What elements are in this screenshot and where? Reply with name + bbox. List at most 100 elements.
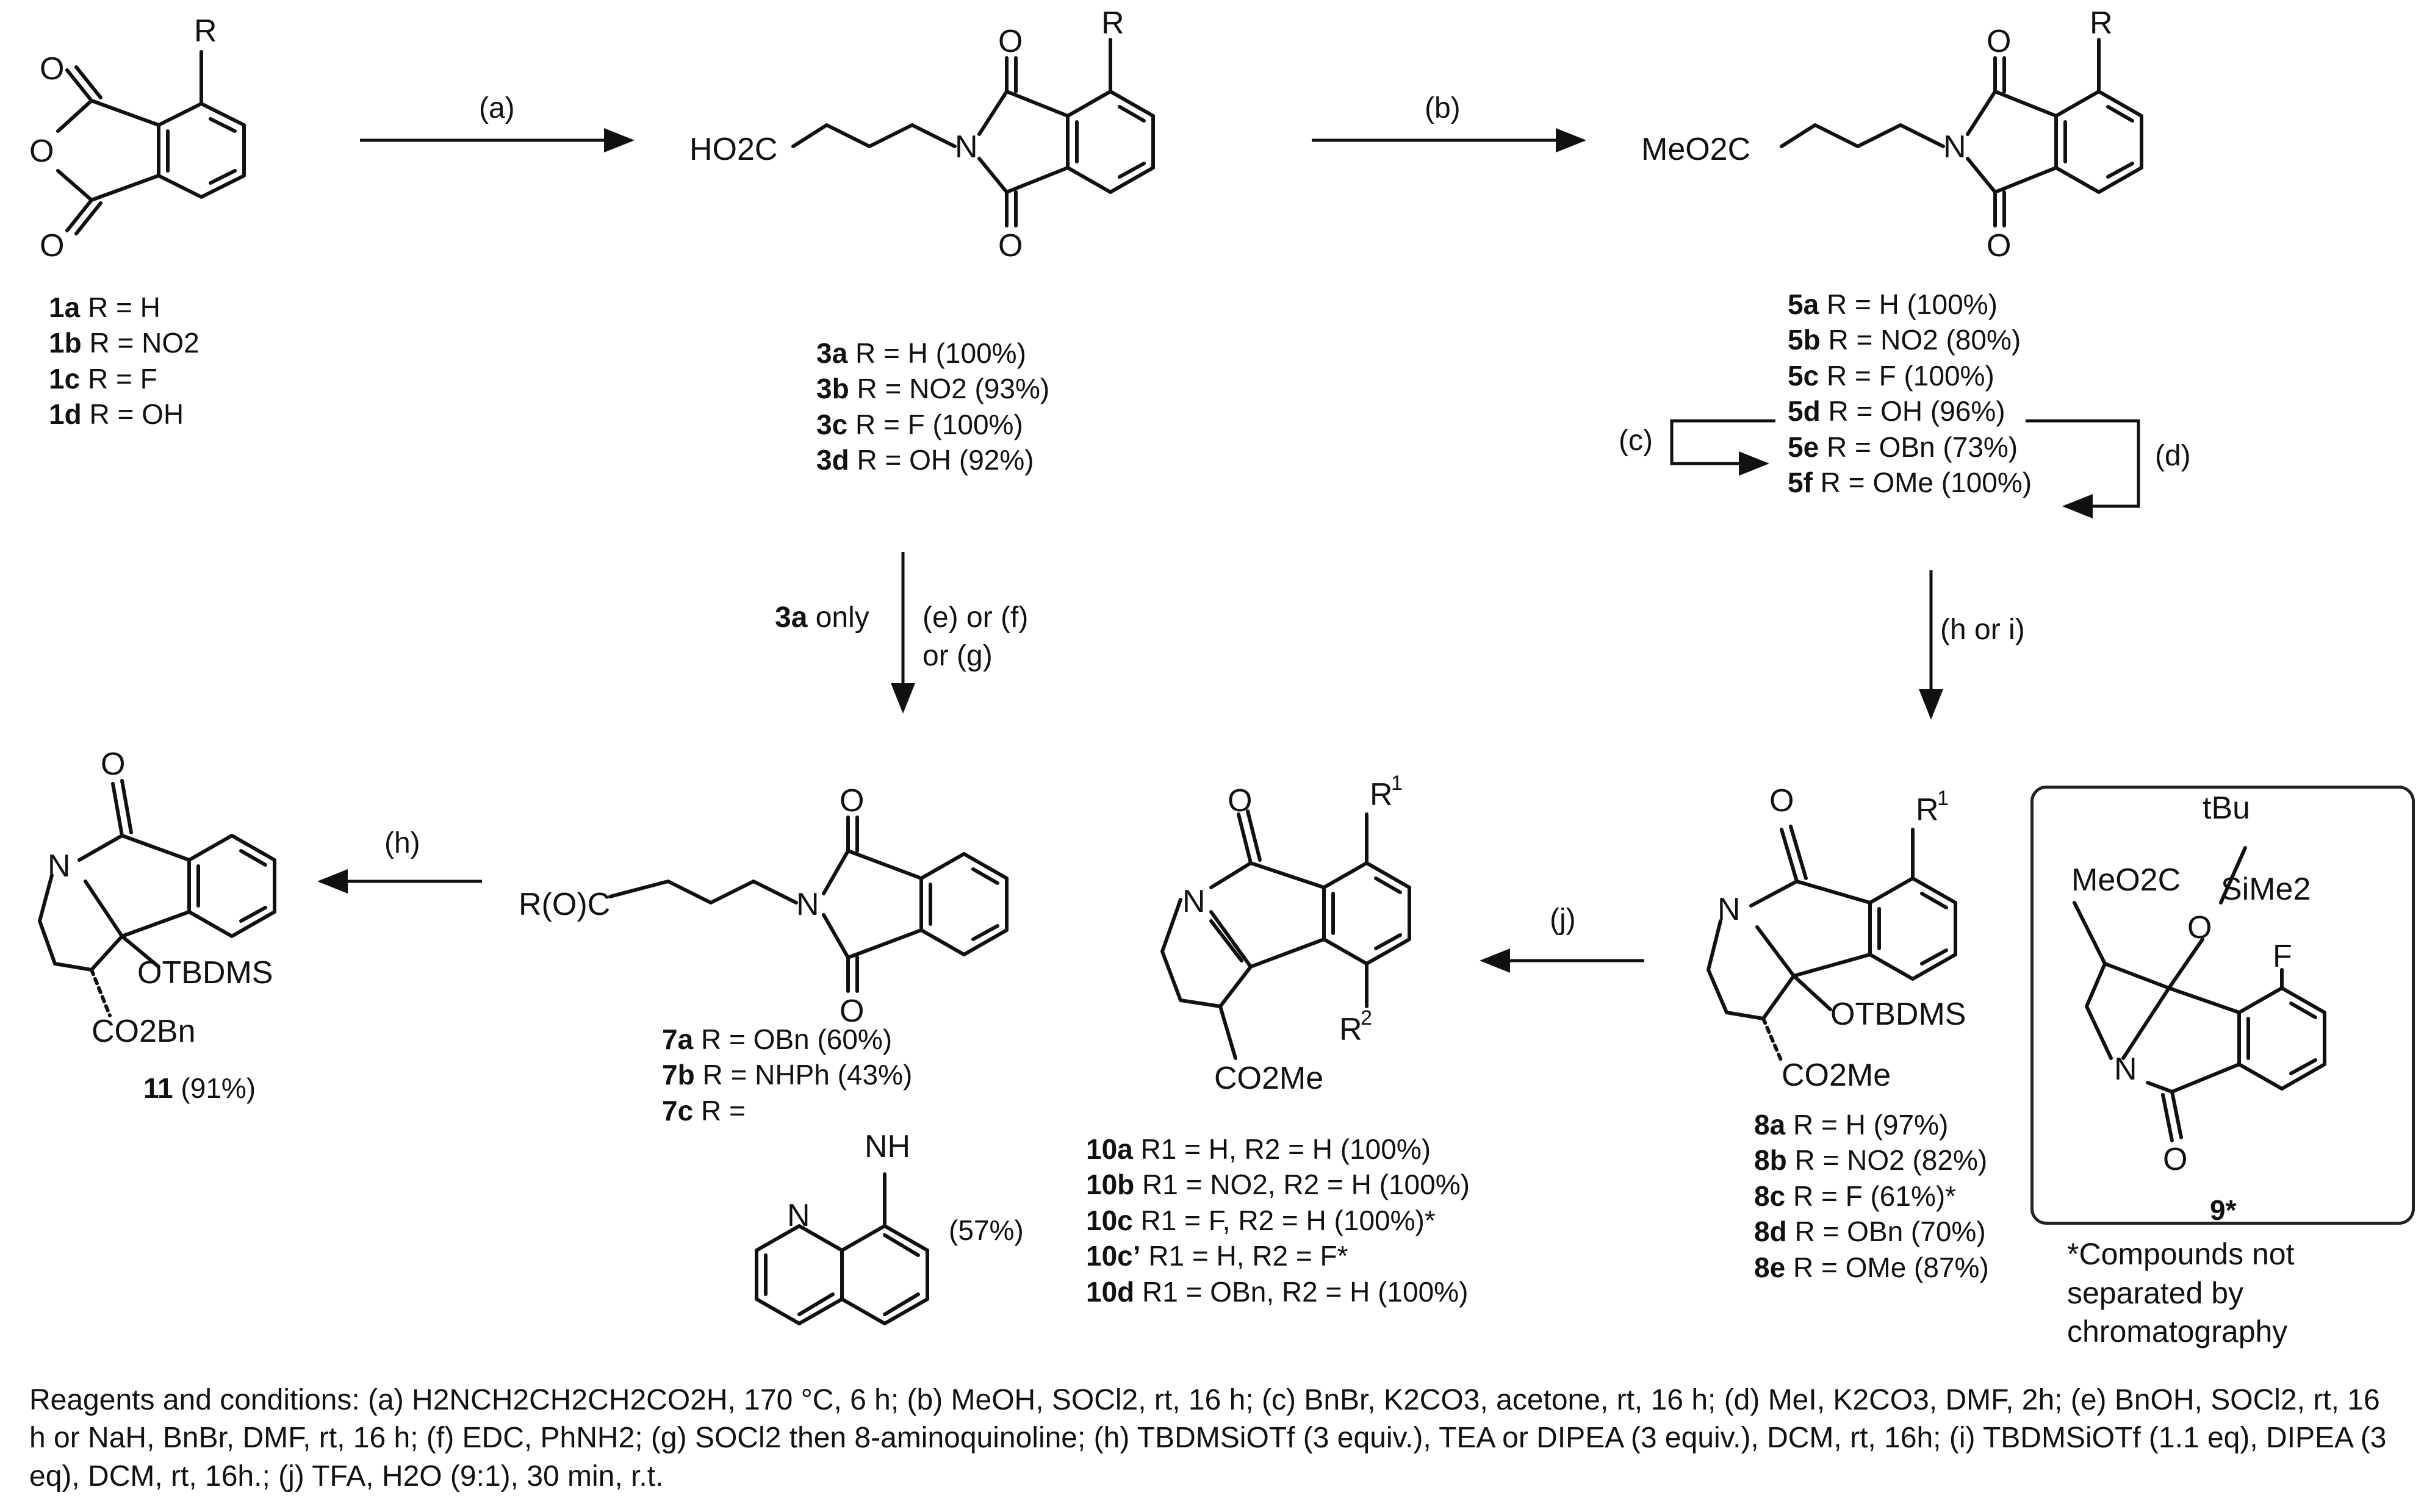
compound-desc: R = NO2 (80%) [1820, 324, 2021, 356]
compound-id: 3d [816, 444, 849, 476]
compound-label-c10-0: 10a R1 = H, R2 = H (100%) [1086, 1131, 1470, 1167]
compound-label-c1-2: 1c R = F [49, 361, 200, 396]
compound-desc: R1 = H, R2 = F* [1140, 1240, 1348, 1272]
compound-desc: R1 = NO2, R2 = H (100%) [1134, 1169, 1470, 1201]
compound-desc: R = F [80, 362, 157, 395]
compound-label-c10-4: 10d R1 = OBn, R2 = H (100%) [1086, 1274, 1470, 1310]
co2bn-label: CO2Bn [92, 1014, 196, 1049]
svg-text:N: N [796, 887, 819, 922]
svg-text:MeO2C: MeO2C [2071, 862, 2181, 898]
compound-label-c3-0: 3a R = H (100%) [816, 335, 1049, 371]
arrows [317, 128, 2140, 973]
compound-id: 1c [49, 362, 81, 395]
compound-label-c8-0: 8a R = H (97%) [1754, 1107, 1989, 1142]
compound-desc: R = OMe (87%) [1785, 1251, 1989, 1283]
structure-9: O N O F MeO2C tBu SiMe2 [2071, 790, 2326, 1177]
compound-id: 10c [1086, 1204, 1133, 1236]
compound-desc: R = H (100%) [1819, 288, 1998, 320]
svg-text:O: O [840, 994, 864, 1029]
arrow-label-c: (c) [1619, 425, 1653, 457]
compound-id: 5f [1788, 467, 1813, 499]
compound-label-c5-1: 5b R = NO2 (80%) [1788, 322, 2032, 357]
structure-11: O N OTBDMS CO2Bn [38, 747, 276, 1049]
structure-1: R O O O [29, 13, 246, 263]
compound-desc: R = [693, 1094, 746, 1127]
compound-desc: R = NHPh (43%) [694, 1059, 913, 1091]
compound-label-c5-3: 5d R = OH (96%) [1788, 393, 2032, 429]
ho2c-label: HO2C [689, 132, 777, 167]
svg-text:O: O [2163, 1142, 2187, 1177]
svg-text:O: O [1769, 783, 1794, 819]
structure-10: O N R 1 R 2 CO2Me [1160, 772, 1411, 1096]
compound-desc: R = H (97%) [1785, 1109, 1949, 1141]
arrow-label-efg-prefix: 3a only [775, 601, 869, 634]
compound-id: 5b [1788, 324, 1821, 356]
compound-desc: R = NO2 (93%) [849, 373, 1050, 405]
compound-id: 7c [662, 1094, 694, 1127]
compound-desc: R = OMe (100%) [1812, 467, 2032, 499]
compound-label-c1-0: 1a R = H [49, 290, 200, 325]
svg-text:O: O [40, 51, 64, 87]
compound-desc: R = F (61%)* [1785, 1180, 1957, 1212]
arrow-label-d: (d) [2155, 440, 2191, 472]
nh-label: NH [865, 1129, 910, 1164]
r-o-c-label: R(O)C [519, 887, 610, 922]
svg-text:O: O [998, 24, 1023, 59]
yield-7c: (57%) [949, 1214, 1024, 1246]
compound-label-c7-1: 7b R = NHPh (43%) [662, 1057, 912, 1092]
svg-text:O: O [40, 228, 64, 263]
labels-compound-10: 10a R1 = H, R2 = H (100%)10b R1 = NO2, R… [1086, 1131, 1470, 1310]
svg-text:O: O [998, 228, 1023, 263]
compound-id: 10b [1086, 1169, 1135, 1201]
svg-text:R: R [2090, 5, 2113, 41]
compound-label-c8-3: 8d R = OBn (70%) [1754, 1214, 1989, 1249]
compound-label-c8-2: 8c R = F (61%)* [1754, 1178, 1989, 1214]
compound-label-c10-2: 10c R1 = F, R2 = H (100%)* [1086, 1203, 1470, 1238]
otbdms-label: OTBDMS [1830, 997, 1966, 1032]
compound-label-c5-0: 5a R = H (100%) [1788, 287, 2032, 322]
r-label-1: R [194, 13, 217, 49]
compound-desc: R = H (100%) [847, 337, 1026, 369]
compound-desc: R = OBn (73%) [1819, 431, 2018, 463]
compound-desc: R1 = H, R2 = H (100%) [1132, 1133, 1431, 1165]
arrow-label-a: (a) [479, 92, 515, 124]
compound-desc: R = OH (92%) [849, 444, 1034, 476]
svg-text:R: R [1370, 777, 1393, 812]
svg-text:OTBDMS: OTBDMS [137, 955, 273, 991]
svg-text:R: R [1916, 792, 1939, 828]
arrow-label-hi: (h or i) [1940, 614, 2025, 646]
svg-text:O: O [1987, 24, 2011, 59]
compound-9-box [2030, 786, 2415, 1225]
compound-id: 1d [49, 398, 82, 431]
compound-label-c5-4: 5e R = OBn (73%) [1788, 429, 2032, 465]
compound-id: 8b [1754, 1144, 1787, 1177]
compound-id: 5d [1788, 395, 1821, 428]
svg-text:O: O [1987, 228, 2011, 263]
compound-id: 10d [1086, 1275, 1135, 1308]
compound-id: 8e [1754, 1251, 1786, 1283]
compound-id: 10a [1086, 1133, 1133, 1165]
compound-desc: R = OH [81, 398, 184, 431]
labels-compound-3: 3a R = H (100%)3b R = NO2 (93%)3c R = F … [816, 335, 1049, 478]
compound-desc: R = F (100%) [847, 408, 1023, 440]
structure-3: R O O N HO2C [689, 5, 1155, 263]
svg-text:N: N [787, 1198, 810, 1233]
svg-text:1: 1 [1937, 787, 1949, 810]
compound-label-c3-3: 3d R = OH (92%) [816, 442, 1049, 478]
compound-label-c1-3: 1d R = OH [49, 396, 200, 432]
compound-desc: R = F (100%) [1819, 359, 1994, 392]
compound-id: 5e [1788, 431, 1819, 463]
compound-id: 8c [1754, 1180, 1786, 1212]
compound-id: 3a [816, 337, 848, 369]
compound-label-c3-2: 3c R = F (100%) [816, 407, 1049, 442]
arrow-label-b: (b) [1425, 92, 1461, 124]
compound-id: 1b [49, 327, 82, 359]
compound-label-c3-1: 3b R = NO2 (93%) [816, 371, 1049, 406]
svg-text:O: O [1228, 783, 1252, 819]
compound-label-c10-1: 10b R1 = NO2, R2 = H (100%) [1086, 1167, 1470, 1202]
svg-text:O: O [29, 134, 54, 169]
compound-label-c7-2: 7c R = [662, 1093, 912, 1128]
compound-id: 7b [662, 1059, 695, 1091]
svg-text:N: N [1182, 884, 1206, 919]
compound-id: 1a [49, 292, 81, 323]
